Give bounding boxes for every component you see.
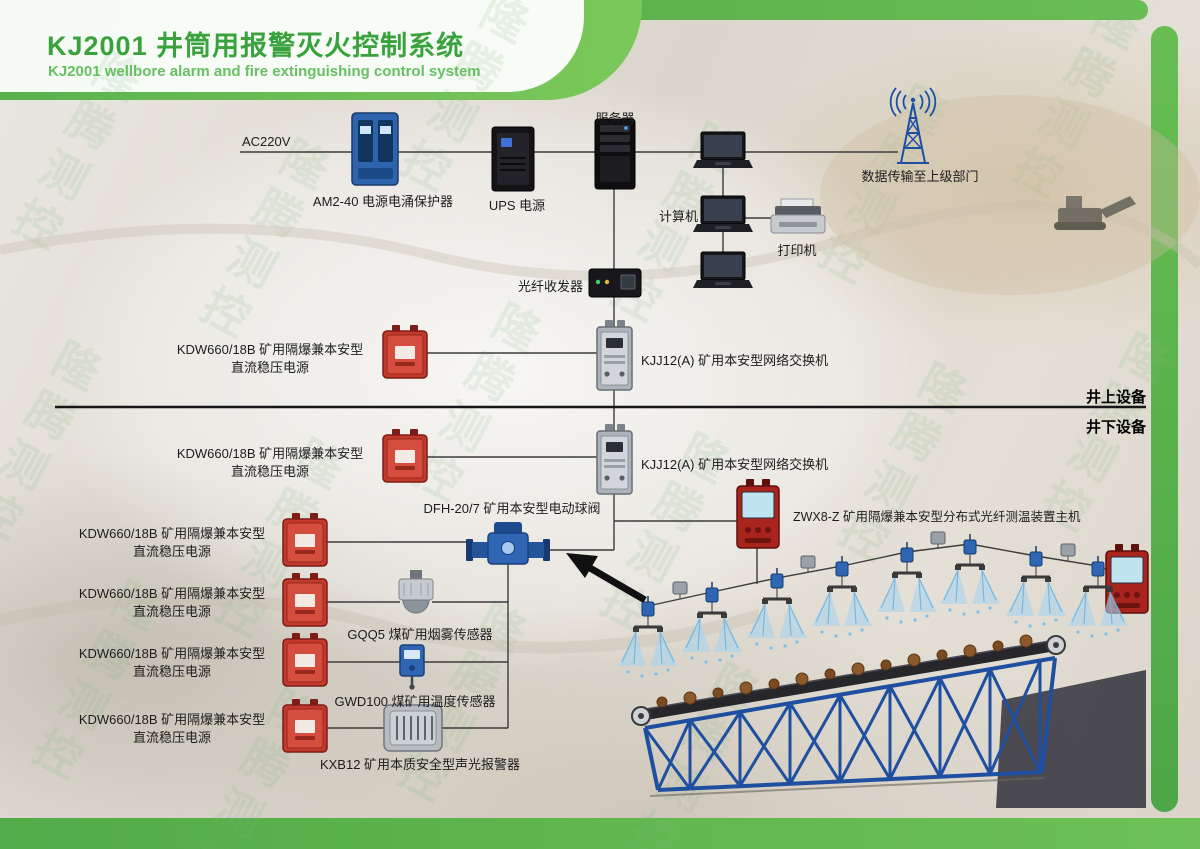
label-gwd100-temp-sensor: GWD100 煤矿用温度传感器 xyxy=(334,694,496,709)
server-device xyxy=(594,118,636,190)
label-kdw-power-4b: 直流稳压电源 xyxy=(132,604,212,619)
label-kdw-power-1: KDW660/18B 矿用隔爆兼本安型 xyxy=(176,342,364,357)
label-kdw-power-4: KDW660/18B 矿用隔爆兼本安型 xyxy=(78,586,266,601)
spray-nozzle xyxy=(810,554,874,640)
conveyor-belt xyxy=(634,639,1062,722)
label-kdw-power-3: KDW660/18B 矿用隔爆兼本安型 xyxy=(78,526,266,541)
printer-device xyxy=(770,198,826,234)
page-title: KJ2001 井筒用报警灭火控制系统 xyxy=(47,31,465,61)
label-server: 服务器 xyxy=(595,111,635,126)
label-kdw-power-3b: 直流稳压电源 xyxy=(132,544,212,559)
belt-material xyxy=(656,634,1033,708)
network-switch-device xyxy=(596,319,633,391)
label-kxb12-alarm: KXB12 矿用本质安全型声光报警器 xyxy=(319,757,521,772)
laptop-icon xyxy=(692,251,754,289)
fiber-sensor-node xyxy=(930,531,946,550)
label-kdw-power-6: KDW660/18B 矿用隔爆兼本安型 xyxy=(78,712,266,727)
fiber-transceiver-device xyxy=(588,268,642,298)
radio-tower-icon xyxy=(889,87,937,164)
label-kjj12-switch-2: KJJ12(A) 矿用本安型网络交换机 xyxy=(641,457,829,472)
flow-arrow xyxy=(566,553,647,604)
sound-light-alarm-device xyxy=(383,704,443,752)
dc-power-supply-device xyxy=(382,324,428,379)
label-gqq5-smoke-sensor: GQQ5 煤矿用烟雾传感器 xyxy=(347,627,493,642)
dc-power-supply-device xyxy=(382,428,428,483)
laptop-icon xyxy=(692,195,754,233)
spray-nozzle xyxy=(1004,544,1068,630)
label-kdw-power-1b: 直流稳压电源 xyxy=(230,360,310,375)
frame-right-bar xyxy=(1151,26,1178,812)
frame-bottom-bar xyxy=(0,818,1200,849)
ups-device xyxy=(491,126,535,192)
label-kjj12-switch-1: KJJ12(A) 矿用本安型网络交换机 xyxy=(641,353,829,368)
fiber-sensor-node xyxy=(672,581,688,600)
label-surge-protector: AM2-40 电源电涌保护器 xyxy=(312,194,454,209)
spoil-mound xyxy=(996,670,1146,808)
temp-sensor-device xyxy=(399,644,425,690)
label-kdw-power-2b: 直流稳压电源 xyxy=(230,464,310,479)
electric-ball-valve-device xyxy=(466,522,550,565)
network-switch-device xyxy=(596,423,633,495)
spray-nozzle xyxy=(745,566,809,652)
label-kdw-power-2: KDW660/18B 矿用隔爆兼本安型 xyxy=(176,446,364,461)
page-subtitle: KJ2001 wellbore alarm and fire extinguis… xyxy=(48,63,481,80)
header-title-panel xyxy=(0,0,584,92)
label-ups: UPS 电源 xyxy=(488,198,546,213)
dc-power-supply-device xyxy=(282,632,328,687)
excavator-silhouette xyxy=(1054,196,1136,230)
label-zwx8-host: ZWX8-Z 矿用隔爆兼本安型分布式光纤测温装置主机 xyxy=(793,510,1081,524)
fiber-sensor-node xyxy=(1060,543,1076,562)
label-data-upload: 数据传输至上级部门 xyxy=(861,169,979,184)
fiber-sensor-node xyxy=(800,555,816,574)
spray-nozzle xyxy=(875,540,939,626)
label-valve: DFH-20/7 矿用本安型电动球阀 xyxy=(423,501,601,516)
label-surface-equipment: 井上设备 xyxy=(1085,389,1146,406)
label-kdw-power-5: KDW660/18B 矿用隔爆兼本安型 xyxy=(78,646,266,661)
label-kdw-power-5b: 直流稳压电源 xyxy=(132,664,212,679)
dc-power-supply-device xyxy=(282,512,328,567)
label-kdw-power-6b: 直流稳压电源 xyxy=(132,730,212,745)
label-underground-equipment: 井下设备 xyxy=(1085,419,1146,436)
label-computer: 计算机 xyxy=(658,209,698,224)
laptop-icon xyxy=(692,131,754,169)
fiber-temp-host-device xyxy=(736,478,780,549)
dc-power-supply-device xyxy=(282,572,328,627)
smoke-sensor-device xyxy=(398,570,434,614)
label-ac220v: AC220V xyxy=(242,134,291,149)
surge-protector-device xyxy=(351,112,399,186)
label-printer: 打印机 xyxy=(777,243,817,258)
dc-power-supply-device xyxy=(282,698,328,753)
conveyor-structure xyxy=(631,634,1066,797)
label-fiber-transceiver: 光纤收发器 xyxy=(517,279,583,294)
